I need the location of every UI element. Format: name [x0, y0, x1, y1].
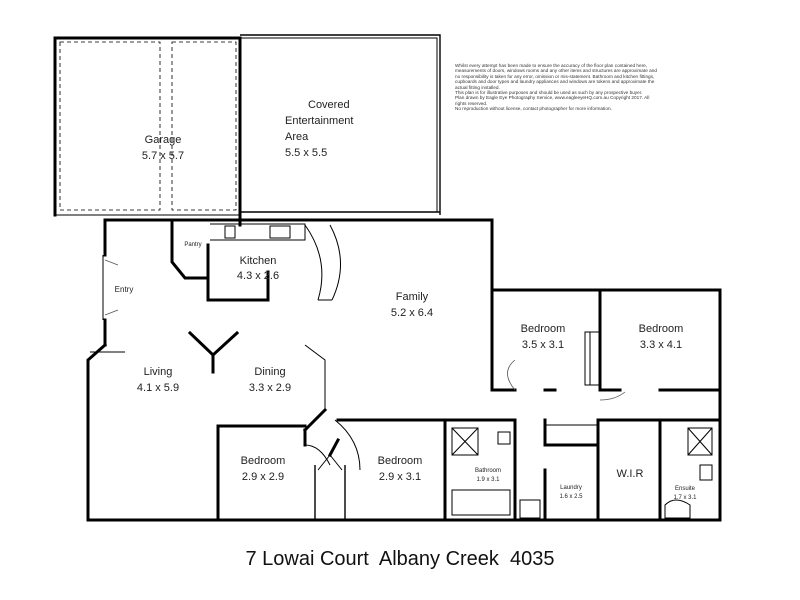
family-name: Family — [396, 291, 429, 303]
entry-name: Entry — [115, 285, 134, 294]
entertainment-name-3: Area — [285, 131, 309, 143]
dining-name: Dining — [254, 366, 285, 378]
entertainment-area-outline — [240, 34, 441, 215]
upper-bedroom-walls — [490, 288, 722, 401]
wir-name: W.I.R — [617, 468, 644, 480]
bedroom-c-name: Bedroom — [241, 455, 286, 467]
bedroom-d-name: Bedroom — [378, 455, 423, 467]
room-labels: Garage 5.7 x 5.7 Covered Entertainment A… — [115, 99, 698, 501]
kitchen-dims: 4.3 x 2.6 — [237, 270, 279, 282]
bedroom-b-name: Bedroom — [639, 323, 684, 335]
family-dims: 5.2 x 6.4 — [391, 307, 433, 319]
bedroom-c-dims: 2.9 x 2.9 — [242, 471, 284, 483]
bathroom-dims: 1.9 x 3.1 — [476, 477, 500, 483]
living-dining-walls — [90, 330, 328, 433]
living-dims: 4.1 x 5.9 — [137, 382, 179, 394]
lower-bedroom-walls — [216, 418, 447, 522]
ensuite-dims: 1.7 x 3.1 — [673, 495, 697, 501]
garage-name: Garage — [145, 134, 182, 146]
house-exterior-walls — [86, 218, 722, 522]
living-name: Living — [144, 366, 173, 378]
entertainment-name-2: Entertainment — [285, 115, 353, 127]
bedroom-b-dims: 3.3 x 4.1 — [640, 339, 682, 351]
laundry-dims: 1.6 x 2.5 — [559, 494, 583, 500]
entertainment-name-1: Covered — [308, 99, 350, 111]
garage-walls — [53, 36, 242, 227]
laundry-name: Laundry — [560, 485, 582, 491]
bedroom-d-dims: 2.9 x 3.1 — [379, 471, 421, 483]
disclaimer-line: This plan is for illustrative purposes a… — [455, 90, 643, 96]
kitchen-walls — [170, 218, 341, 302]
disclaimer-line: rights reserved. — [455, 100, 488, 106]
entertainment-dims: 5.5 x 5.5 — [285, 147, 327, 159]
disclaimer-line: No reproduction without license, contact… — [455, 106, 612, 112]
pantry-name: Pantry — [184, 242, 201, 248]
bathroom-name: Bathroom — [475, 468, 501, 474]
bedroom-a-dims: 3.5 x 3.1 — [522, 339, 564, 351]
property-address: 7 Lowai Court Albany Creek 4035 — [245, 548, 555, 570]
kitchen-name: Kitchen — [240, 255, 277, 267]
disclaimer-line: Plan drawn by Eagle Eye Photography Serv… — [455, 95, 650, 101]
disclaimer-line: actual fitting installed. — [455, 84, 500, 90]
dining-dims: 3.3 x 2.9 — [249, 382, 291, 394]
wet-area-walls — [443, 418, 722, 522]
bedroom-a-name: Bedroom — [521, 323, 566, 335]
disclaimer-line: cupboards and door types and laundry app… — [455, 79, 655, 85]
ensuite-name: Ensuite — [675, 486, 696, 492]
disclaimer-line: measurements of doors, windows rooms and… — [455, 68, 657, 74]
disclaimer-line: Whilst every attempt has been made to en… — [455, 63, 648, 68]
garage-dims: 5.7 x 5.7 — [142, 150, 184, 162]
disclaimer-text: Whilst every attempt has been made to en… — [455, 63, 705, 112]
disclaimer-line: no responsibility is taken for any error… — [455, 73, 655, 79]
